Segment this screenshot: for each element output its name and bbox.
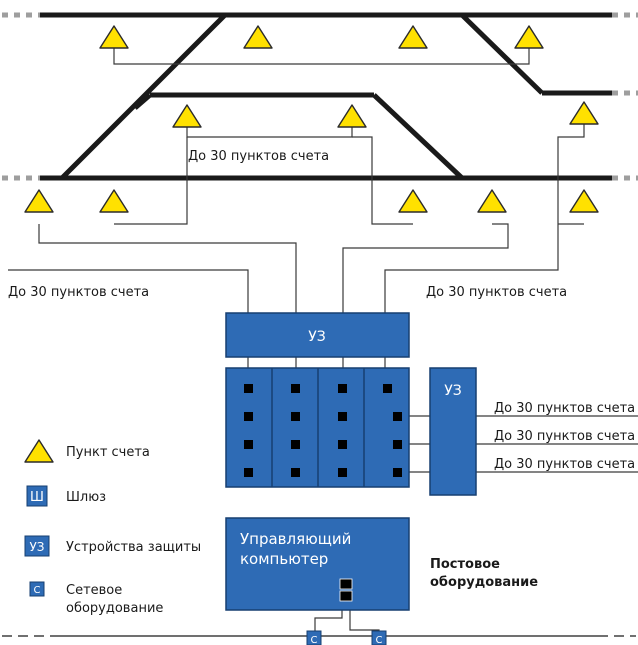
triangle-icon	[243, 25, 273, 49]
legend-network-symbol: С	[34, 585, 41, 596]
triangle-icon	[398, 25, 428, 49]
track-inner-loop-left	[133, 93, 152, 110]
counting-points	[24, 25, 599, 213]
wire-top-group	[113, 48, 530, 65]
gateway-label-1: Ш	[242, 494, 257, 510]
computer-port	[339, 590, 353, 602]
module-square	[244, 468, 253, 477]
protection-block-top-label: УЗ	[308, 329, 326, 345]
wire-bottom-left-pair	[38, 224, 297, 370]
triangle-icon	[514, 25, 544, 49]
triangle-icon	[99, 25, 129, 49]
gateway-label-2: Ш	[288, 494, 303, 510]
legend-protection-symbol: УЗ	[29, 540, 44, 554]
gateway-square-icon	[26, 485, 48, 507]
network-equipment-box-1	[306, 630, 322, 645]
module-square	[338, 440, 347, 449]
wire-mid-upper-pair	[186, 127, 353, 138]
wire-bottom-left-pair-2	[114, 137, 188, 225]
protection-block-side-label: УЗ	[444, 383, 462, 399]
label-upto30-side-1: До 30 пунктов счета	[494, 401, 635, 416]
label-upto30-center: До 30 пунктов счета	[188, 149, 329, 164]
module-square	[338, 384, 347, 393]
post-equipment-line1: Постовое	[430, 557, 500, 572]
track-diagonal-left-long	[60, 13, 227, 180]
legend-label-network-line2: оборудование	[66, 601, 163, 616]
network-square-icon	[29, 581, 45, 597]
triangle-icon	[398, 189, 428, 213]
triangle-icon	[172, 104, 202, 128]
module-square	[393, 440, 402, 449]
module-square	[244, 440, 253, 449]
legend-label-gateway: Шлюз	[66, 490, 106, 505]
protection-square-icon	[24, 535, 50, 557]
protection-block-top	[225, 312, 410, 358]
gateway-label-3: Ш	[334, 494, 349, 510]
network-equipment-box-2	[371, 630, 387, 645]
module-square	[393, 412, 402, 421]
triangle-icon	[24, 439, 54, 463]
module-square	[244, 384, 253, 393]
label-upto30-side-3: До 30 пунктов счета	[494, 457, 635, 472]
track-inner-loop-right	[372, 93, 464, 180]
label-upto30-right: До 30 пунктов счета	[426, 285, 567, 300]
module-square	[393, 468, 402, 477]
module-square	[291, 384, 300, 393]
module-square	[383, 384, 392, 393]
computer-port	[339, 578, 353, 590]
gateway-dividers	[271, 368, 365, 487]
triangle-icon	[569, 101, 599, 125]
module-square	[291, 468, 300, 477]
label-upto30-left: До 30 пунктов счета	[8, 285, 149, 300]
wire-bottom-right-pair	[352, 136, 413, 225]
module-square	[291, 440, 300, 449]
control-computer-block	[225, 517, 410, 611]
module-square	[291, 412, 300, 421]
track-layout	[40, 12, 612, 181]
triangle-icon	[569, 189, 599, 213]
network-equipment-box-1-label: С	[311, 635, 318, 645]
triangle-icon	[99, 189, 129, 213]
legend-gateway-symbol: Ш	[30, 490, 44, 505]
gateway-modules	[244, 384, 402, 477]
triangle-icon	[477, 189, 507, 213]
label-upto30-side-2: До 30 пунктов счета	[494, 429, 635, 444]
wire-bottom-right-pair-2	[342, 223, 509, 370]
module-square	[244, 412, 253, 421]
triangle-icon	[24, 189, 54, 213]
triangle-icon	[337, 104, 367, 128]
network-equipment-box-2-label: С	[376, 635, 383, 645]
post-equipment-line2: оборудование	[430, 575, 538, 590]
module-square	[338, 412, 347, 421]
gateway-label-4: Ш	[380, 494, 395, 510]
control-computer-line1: Управляющий	[240, 530, 351, 548]
track-dashes	[2, 12, 638, 181]
control-computer-line2: компьютер	[240, 550, 328, 568]
legend-label-network-line1: Сетевое	[66, 583, 122, 598]
legend-label-counting-point: Пункт счета	[66, 445, 150, 460]
legend-label-protection: Устройства защиты	[66, 540, 201, 555]
track-diagonal-top-right	[460, 13, 544, 95]
legend: Пункт счета Ш Шлюз УЗ Устройства защиты …	[24, 439, 201, 616]
protection-block-side	[429, 367, 477, 496]
wire-right-branch	[384, 124, 585, 370]
module-square	[338, 468, 347, 477]
